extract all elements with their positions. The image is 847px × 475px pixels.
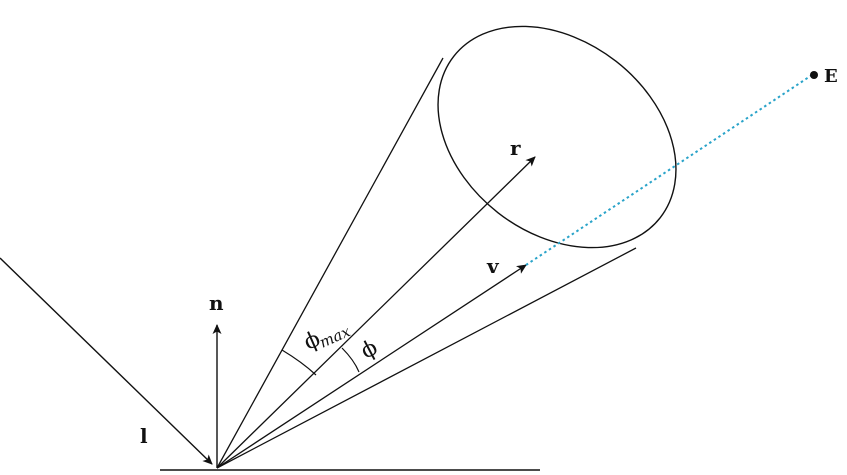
cone-edge-top	[216, 57, 444, 469]
view-vector-label: v	[486, 254, 500, 278]
incident-light-ray	[0, 257, 213, 465]
phi-max-subscript: max	[317, 322, 354, 352]
cone-base-ellipse	[437, 25, 677, 249]
normal-vector-label: n	[209, 291, 224, 315]
phi-max-angle-arc	[281, 349, 317, 376]
light-vector-label: l	[140, 424, 148, 448]
reflection-vector-arrow	[216, 156, 536, 469]
phi-angle-label: ϕ	[357, 335, 382, 364]
view-vector-arrow	[216, 264, 527, 469]
eye-ray-dotted	[525, 74, 813, 266]
cone-edge-bottom	[216, 247, 637, 469]
eye-point-label: E	[824, 66, 838, 87]
phi-max-angle-label: ϕ max	[300, 322, 354, 355]
phi-angle-arc	[341, 347, 360, 373]
eye-point-dot	[810, 71, 818, 79]
reflection-vector-label: r	[510, 136, 521, 160]
